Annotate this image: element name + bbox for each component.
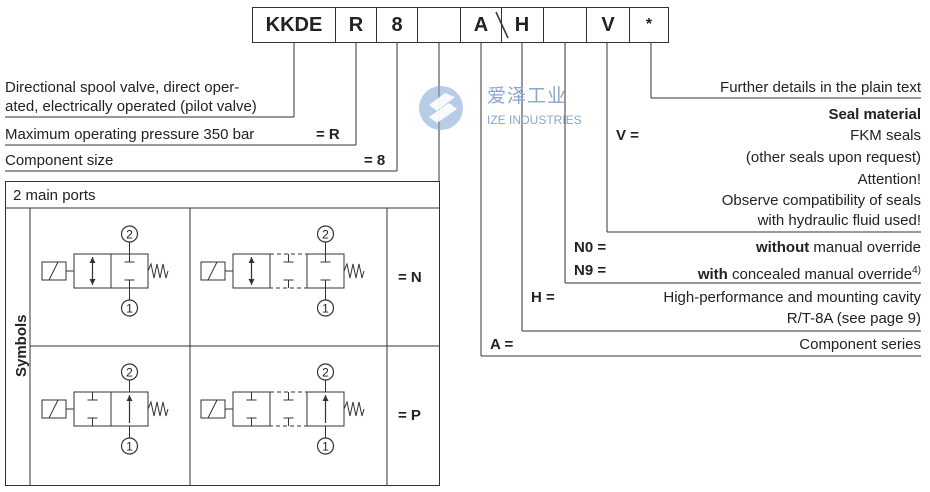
pressure-code: = R [316, 126, 340, 143]
n9-val: with concealed manual override4) [698, 262, 921, 284]
flow-arrow-head [89, 257, 96, 263]
port-2-circle [120, 225, 139, 243]
flow-arrow-head [248, 257, 255, 263]
spool-box [232, 253, 271, 289]
port-2-circle [316, 225, 335, 243]
seal-title: Seal material [828, 106, 921, 123]
n0-val: without manual override [756, 239, 921, 257]
spring-icon [147, 262, 169, 279]
port-2-circle [316, 363, 335, 381]
h-val2: R/T-8A (see page 9) [786, 310, 921, 327]
solenoid-slash [207, 399, 218, 419]
port-2-label: 2 [126, 366, 133, 380]
spring-icon [343, 400, 365, 417]
compat-line2: with hydraulic fluid used! [757, 212, 921, 229]
solenoid-slash [48, 399, 59, 419]
v-val: FKM seals [850, 127, 921, 144]
port-1-label: 1 [322, 440, 329, 454]
n0-rest: manual override [809, 239, 921, 256]
port-2-label: 2 [322, 228, 329, 242]
logo-icon [415, 83, 471, 133]
n0-bold: without [755, 239, 810, 256]
port-1-label: 1 [126, 302, 133, 316]
n9-footnote: 4) [912, 265, 921, 276]
spring-icon [343, 262, 365, 279]
spring-icon [147, 400, 169, 417]
port-1-label: 1 [322, 302, 329, 316]
n0-key: N0 = [574, 239, 607, 256]
flow-arrow-head [89, 279, 96, 285]
port-2-circle [120, 363, 139, 381]
port-2-label: 2 [126, 228, 133, 242]
watermark-cn: 爱泽工业 [487, 86, 568, 107]
port-1-circle [120, 299, 139, 317]
port-2-label: 2 [322, 366, 329, 380]
symbol-code-n: = N [398, 269, 422, 286]
n9-rest: concealed manual override [727, 266, 913, 283]
watermark-en: IZE INDUSTRIES [487, 113, 582, 127]
further-details: Further details in the plain text [720, 79, 921, 96]
solenoid-slash [48, 261, 59, 281]
h-key: H = [531, 289, 555, 306]
size-code: = 8 [364, 152, 386, 169]
flow-arrow-head [126, 395, 133, 401]
size-label: Component size [5, 152, 114, 169]
n9-key: N9 = [574, 262, 607, 279]
h-val1: High-performance and mounting cavity [663, 289, 921, 306]
pressure-label: Maximum operating pressure 350 bar [5, 126, 255, 143]
attention: Attention! [857, 171, 921, 188]
n9-bold: with [697, 266, 728, 283]
code-field-star: * [629, 7, 669, 43]
a-val: Component series [799, 336, 921, 353]
port-1-circle [316, 437, 335, 455]
v-other: (other seals upon request) [745, 149, 921, 166]
port-1-label: 1 [126, 440, 133, 454]
desc-line2: ated, electrically operated (pilot valve… [5, 98, 257, 115]
port-1-circle [316, 299, 335, 317]
port-1-circle [120, 437, 139, 455]
desc-line1: Directional spool valve, direct oper- [5, 79, 240, 96]
flow-arrow-head [322, 395, 329, 401]
solenoid-slash [207, 261, 218, 281]
compat-line1: Observe compatibility of seals [721, 192, 921, 209]
symbol-code-p: = P [398, 407, 421, 424]
a-key: A = [490, 336, 514, 353]
ports-label: 2 main ports [13, 187, 96, 204]
v-key: V = [616, 127, 639, 144]
symbols-label: Symbols [13, 314, 30, 377]
flow-arrow-head [248, 279, 255, 285]
